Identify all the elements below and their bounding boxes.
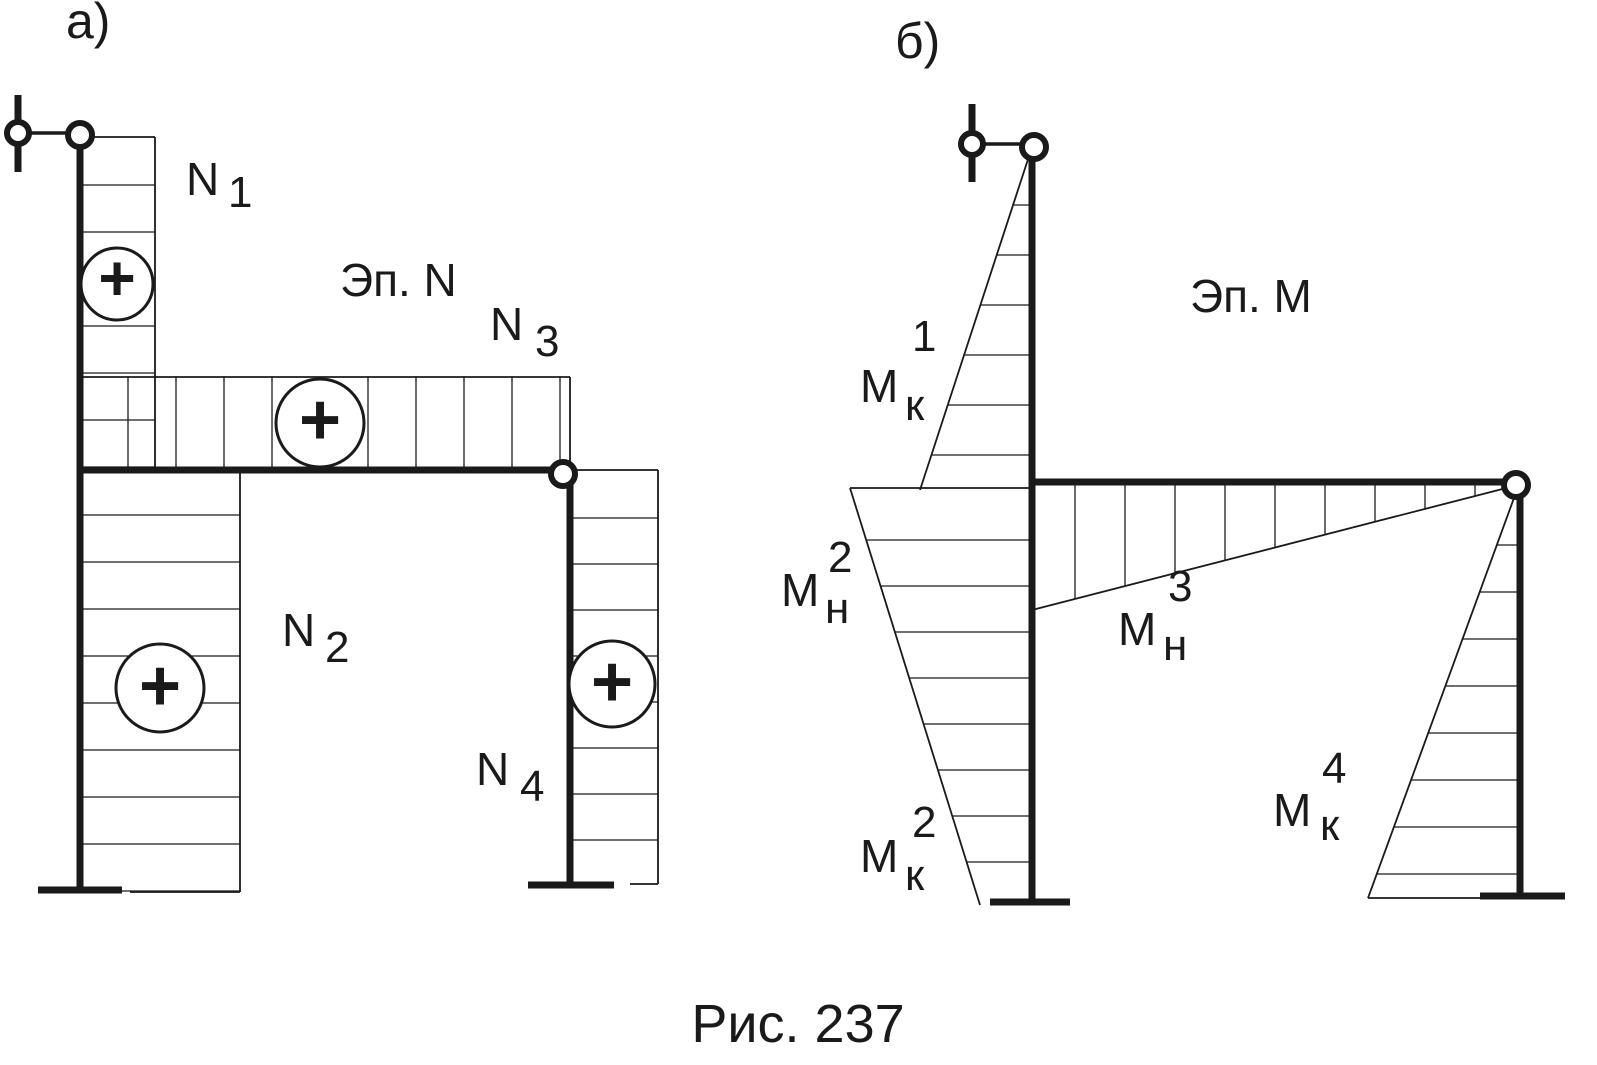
n3-hatch: [127, 377, 561, 470]
label-main: M: [1118, 603, 1156, 655]
m2-outline: [849, 487, 981, 906]
label-main: N: [282, 604, 315, 656]
plus-symbol: +: [299, 380, 341, 460]
label-main: N: [490, 298, 523, 350]
label-sub: 1: [228, 168, 252, 217]
label-mn3: 3 M н: [1118, 562, 1192, 670]
plus-sign-n2: +: [114, 642, 206, 734]
label-main: N: [186, 153, 219, 205]
label-sub: к: [905, 381, 925, 430]
plus-symbol: +: [591, 642, 633, 722]
panel-a-tag: а): [66, 0, 110, 49]
m1-diagram: [919, 146, 1033, 491]
label-sup: 1: [912, 312, 936, 361]
label-main: M: [1273, 784, 1311, 836]
label-sub: 4: [520, 762, 544, 811]
beam-hinge: [1501, 470, 1531, 500]
m4-outline: [1367, 486, 1519, 899]
m3-diagram: [1031, 482, 1519, 611]
label-main: M: [860, 830, 898, 882]
label-n1: N 1: [186, 153, 252, 217]
m1-outline: [919, 146, 1033, 491]
label-sup: 3: [1168, 562, 1192, 611]
panel-a-title: Эп. N: [340, 254, 457, 306]
support-hinge: [4, 119, 32, 147]
figure-caption: Рис. 237: [691, 994, 904, 1054]
label-sub: к: [1320, 801, 1340, 850]
support-hinge: [958, 130, 986, 158]
frame-b: [958, 104, 1565, 906]
plus-sign-n3: +: [274, 377, 366, 469]
label-main: M: [781, 564, 819, 616]
plus-sign-n4: +: [567, 639, 657, 729]
label-n3: N 3: [490, 298, 559, 366]
label-sub: к: [905, 851, 925, 900]
panel-b-tag: б): [895, 13, 940, 69]
label-mk2: 2 M к: [860, 798, 936, 900]
label-sub: 2: [325, 623, 349, 672]
label-main: N: [476, 743, 509, 795]
label-n2: N 2: [282, 604, 349, 672]
label-sub: 3: [535, 317, 559, 366]
label-main: M: [860, 360, 898, 412]
n3-diagram: [80, 376, 571, 470]
m2-hatch: [866, 539, 1032, 863]
frame-a: [4, 95, 614, 894]
label-sup: 4: [1322, 744, 1346, 793]
m1-hatch: [931, 204, 1032, 456]
label-mn2: 2 M н: [781, 533, 852, 633]
label-sub: н: [825, 584, 849, 633]
panel-a: а) Эп. N: [4, 0, 659, 894]
panel-b-title: Эп. M: [1190, 270, 1312, 322]
panel-b: б) Эп. M: [781, 13, 1565, 906]
m2-diagram: [849, 487, 1032, 906]
label-sub: н: [1163, 621, 1187, 670]
beam-hinge: [548, 459, 578, 489]
label-sup: 2: [828, 533, 852, 582]
label-n4: N 4: [476, 743, 544, 811]
m4-diagram: [1367, 486, 1520, 899]
top-hinge: [65, 120, 95, 150]
plus-symbol: +: [139, 646, 181, 726]
m4-hatch: [1376, 544, 1520, 875]
plus-symbol: +: [98, 242, 135, 314]
n1-hatch: [80, 184, 155, 468]
label-sup: 2: [912, 798, 936, 847]
label-mk4: 4 M к: [1273, 744, 1346, 850]
plus-sign-n1: +: [79, 242, 155, 322]
label-mk1: 1 M к: [860, 312, 936, 430]
m3-hatch: [1074, 482, 1476, 599]
n2-diagram: [80, 470, 241, 893]
top-hinge: [1019, 132, 1049, 162]
